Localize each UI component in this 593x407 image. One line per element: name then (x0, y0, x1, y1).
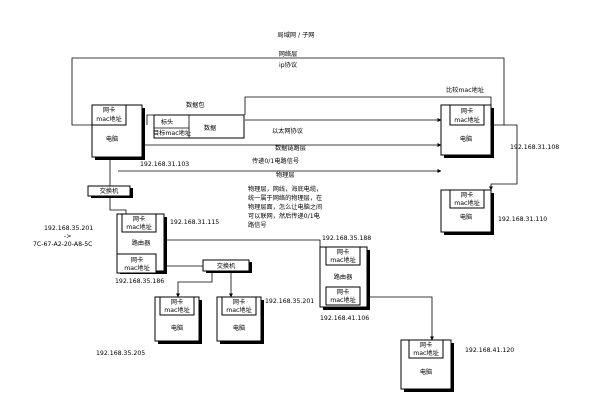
pc-bottom-left-mac-label: mac地址 (164, 306, 190, 314)
ip-router2-top: 192.168.35.188 (322, 235, 371, 242)
mac-router1-side: 7C-67-A2-20-A8-5C (33, 241, 93, 248)
pc-bottom-mid-nic-label: 网卡 (233, 298, 245, 306)
diagram-title: 局域网 / 子网 (278, 31, 315, 39)
pc-bottom-right-nic-label: 网卡 (420, 341, 432, 349)
router-2-mac-top-label: mac地址 (330, 256, 356, 264)
pc-bottom-mid-mac-label: mac地址 (226, 306, 252, 314)
physical-note-1: 物理层，网线，海底电缆， (248, 185, 322, 193)
router-1-nic-top-label: 网卡 (133, 215, 145, 223)
pc-left-mac-label: mac地址 (96, 115, 122, 123)
compare-mac-line (146, 114, 154, 125)
pc-bottom-mid-nic (221, 296, 257, 316)
packet-label: 数据包 (186, 101, 205, 109)
router-1-nic-bottom (116, 253, 157, 274)
pc-bottom-right-nic (408, 339, 444, 359)
pc-left-computer-label: 电脑 (106, 135, 118, 143)
router-2-nic-bottom-label: 网卡 (337, 288, 349, 296)
pc-right-top-nic-label: 网卡 (461, 107, 473, 115)
router-1-mac-bottom-label: mac地址 (124, 264, 150, 272)
router-2-nic-top-label: 网卡 (337, 248, 349, 256)
ip-pc-right-top: 192.168.31.108 (510, 144, 559, 151)
compare-mac-line-2 (244, 96, 492, 115)
ip-pc-left: 192.168.31.103 (140, 161, 189, 168)
pc-left-nic (91, 104, 127, 126)
data-link-label: 数据链路层 (275, 144, 306, 152)
physical-note-3: 物理层面，怎么让电脑之间 (248, 203, 322, 211)
router-1-nic-top (121, 213, 157, 233)
pc-bottom-left-computer-label: 电脑 (171, 324, 183, 332)
switch-2 (202, 259, 250, 272)
physical-layer-label: 物理层 (276, 171, 295, 179)
ip-router1-bottom: 192.168.35.186 (115, 278, 164, 285)
router-1-nic-bottom-label: 网卡 (131, 256, 143, 264)
network-layer-label: 网络层 (279, 50, 298, 58)
ip-pc-bottom-mid: 192.168.35.201 (265, 298, 314, 305)
pc-right-mid-nic-label: 网卡 (461, 191, 473, 199)
pc-right-top-mac-label: mac地址 (454, 116, 480, 124)
physical-note-2: 统一属于网络的物理层，在 (248, 194, 322, 202)
ethernet-label: 以太网协议 (272, 127, 304, 135)
switch-1-label: 交换机 (100, 187, 119, 195)
ip-pc-right-mid: 192.168.31.110 (498, 216, 547, 223)
ip-pc-bottom-right: 192.168.41.120 (465, 347, 514, 354)
router-2-mac-bottom-label: mac地址 (330, 296, 356, 304)
pc-right-mid-nic (449, 189, 485, 209)
router-2-nic-top (325, 246, 361, 266)
packet-target-mac: 目标mac地址 (153, 129, 191, 137)
packet-data: 数据 (204, 124, 216, 132)
link-switch2-pc-left (176, 272, 213, 298)
switch-2-label: 交换机 (217, 262, 236, 270)
physical-note-4: 可以联网，然后传递0/1电 (248, 212, 320, 220)
router-1-mac-top-label: mac地址 (126, 223, 152, 231)
ip-pc-bottom-left: 192.168.35.205 (96, 350, 145, 357)
packet-header: 标头 (161, 118, 173, 126)
link-switch-router1 (109, 196, 127, 214)
pc-bottom-left-nic-label: 网卡 (171, 298, 183, 306)
link-pc-mid (489, 124, 518, 191)
ip-router1-top: 192.168.31.115 (170, 219, 219, 226)
pc-left-nic-label: 网卡 (103, 106, 115, 114)
router-2-label: 路由器 (334, 273, 353, 281)
link-router2-pc (366, 296, 434, 341)
transmit-signal-label: 传递0/1电路信号 (252, 157, 299, 165)
pc-bottom-right-computer-label: 电脑 (420, 368, 432, 376)
packet-box (153, 114, 245, 139)
router-1-label: 路由器 (132, 239, 151, 247)
ip-router1-side: 192.168.35.201 (44, 225, 93, 232)
ip-router1-side-arrow: -> (64, 233, 71, 240)
switch-1 (87, 185, 131, 197)
ip-protocol-label: ip协议 (279, 61, 298, 69)
physical-note-5: 路信号 (248, 221, 267, 229)
pc-right-top-computer-label: 电脑 (460, 135, 472, 143)
pc-right-mid-computer-label: 电脑 (460, 213, 472, 221)
pc-bottom-left-nic (159, 296, 195, 316)
pc-right-top-nic (449, 104, 485, 126)
router-2-nic-bottom (325, 286, 361, 306)
link-router1-router2 (163, 239, 321, 260)
pc-bottom-mid-computer-label: 电脑 (233, 324, 245, 332)
ip-router2-bottom: 192.168.41.106 (320, 315, 369, 322)
network-layer-line (71, 57, 505, 126)
pc-right-mid-mac-label: mac地址 (454, 199, 480, 207)
compare-mac-label: 比较mac地址 (446, 86, 484, 94)
pc-bottom-right-mac-label: mac地址 (413, 349, 439, 357)
